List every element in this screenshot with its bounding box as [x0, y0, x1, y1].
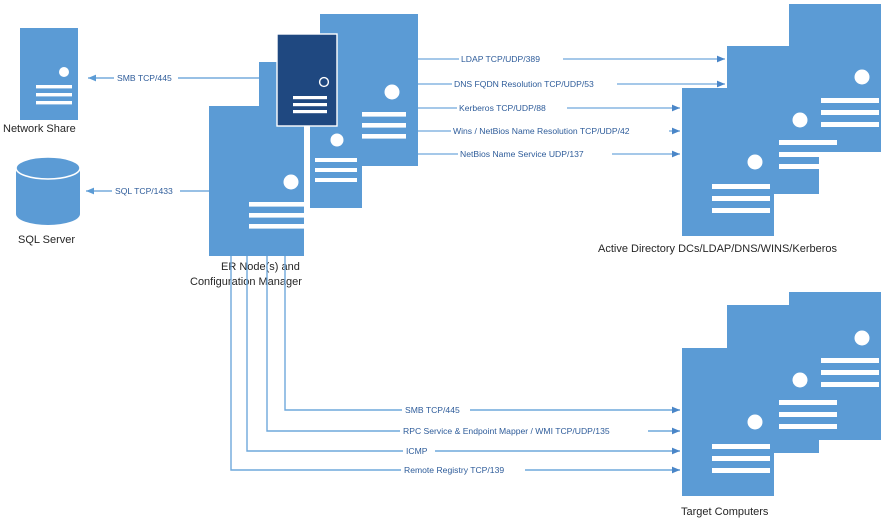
connection-rpc: RPC Service & Endpoint Mapper / WMI TCP/…	[266, 256, 680, 438]
connection-kerberos: Kerberos TCP/UDP/88	[418, 101, 680, 115]
connection-smb-share: SMB TCP/445	[88, 71, 259, 85]
connection-dns: DNS FQDN Resolution TCP/UDP/53	[418, 77, 725, 91]
node-active-directory-stack: Active Directory DCs/LDAP/DNS/WINS/Kerbe…	[598, 4, 881, 255]
label-remote-registry: Remote Registry TCP/139	[404, 465, 504, 475]
label-smb-target: SMB TCP/445	[405, 405, 460, 415]
connection-smb-target: SMB TCP/445	[284, 256, 680, 417]
active-directory-caption: Active Directory DCs/LDAP/DNS/WINS/Kerbe…	[598, 243, 837, 255]
label-sql: SQL TCP/1433	[115, 186, 173, 196]
label-wins: Wins / NetBios Name Resolution TCP/UDP/4…	[453, 126, 630, 136]
node-target-computers-stack: Target Computers	[681, 292, 881, 518]
connection-netbios: NetBios Name Service UDP/137	[418, 147, 680, 161]
node-sql-server: SQL Server	[15, 156, 81, 246]
sql-server-caption: SQL Server	[18, 234, 75, 246]
connection-ldap: LDAP TCP/UDP/389	[418, 52, 725, 66]
network-share-caption: Network Share	[3, 123, 76, 135]
connection-wins: Wins / NetBios Name Resolution TCP/UDP/4…	[418, 124, 680, 138]
connection-icmp: ICMP	[246, 256, 680, 458]
label-netbios: NetBios Name Service UDP/137	[460, 149, 584, 159]
er-node-caption-line2: Configuration Manager	[190, 276, 302, 288]
node-er-node-stack: ER Node(s) and Configuration Manager	[190, 14, 418, 288]
label-smb-share: SMB TCP/445	[117, 73, 172, 83]
label-dns: DNS FQDN Resolution TCP/UDP/53	[454, 79, 594, 89]
label-ldap: LDAP TCP/UDP/389	[461, 54, 540, 64]
target-computers-caption: Target Computers	[681, 506, 769, 518]
node-network-share: Network Share	[3, 28, 78, 135]
connection-sql: SQL TCP/1433	[86, 184, 209, 198]
label-kerberos: Kerberos TCP/UDP/88	[459, 103, 546, 113]
connection-remote-registry: Remote Registry TCP/139	[230, 256, 680, 477]
er-node-caption-line1: ER Node(s) and	[221, 261, 300, 273]
label-icmp: ICMP	[406, 446, 428, 456]
label-rpc: RPC Service & Endpoint Mapper / WMI TCP/…	[403, 426, 610, 436]
